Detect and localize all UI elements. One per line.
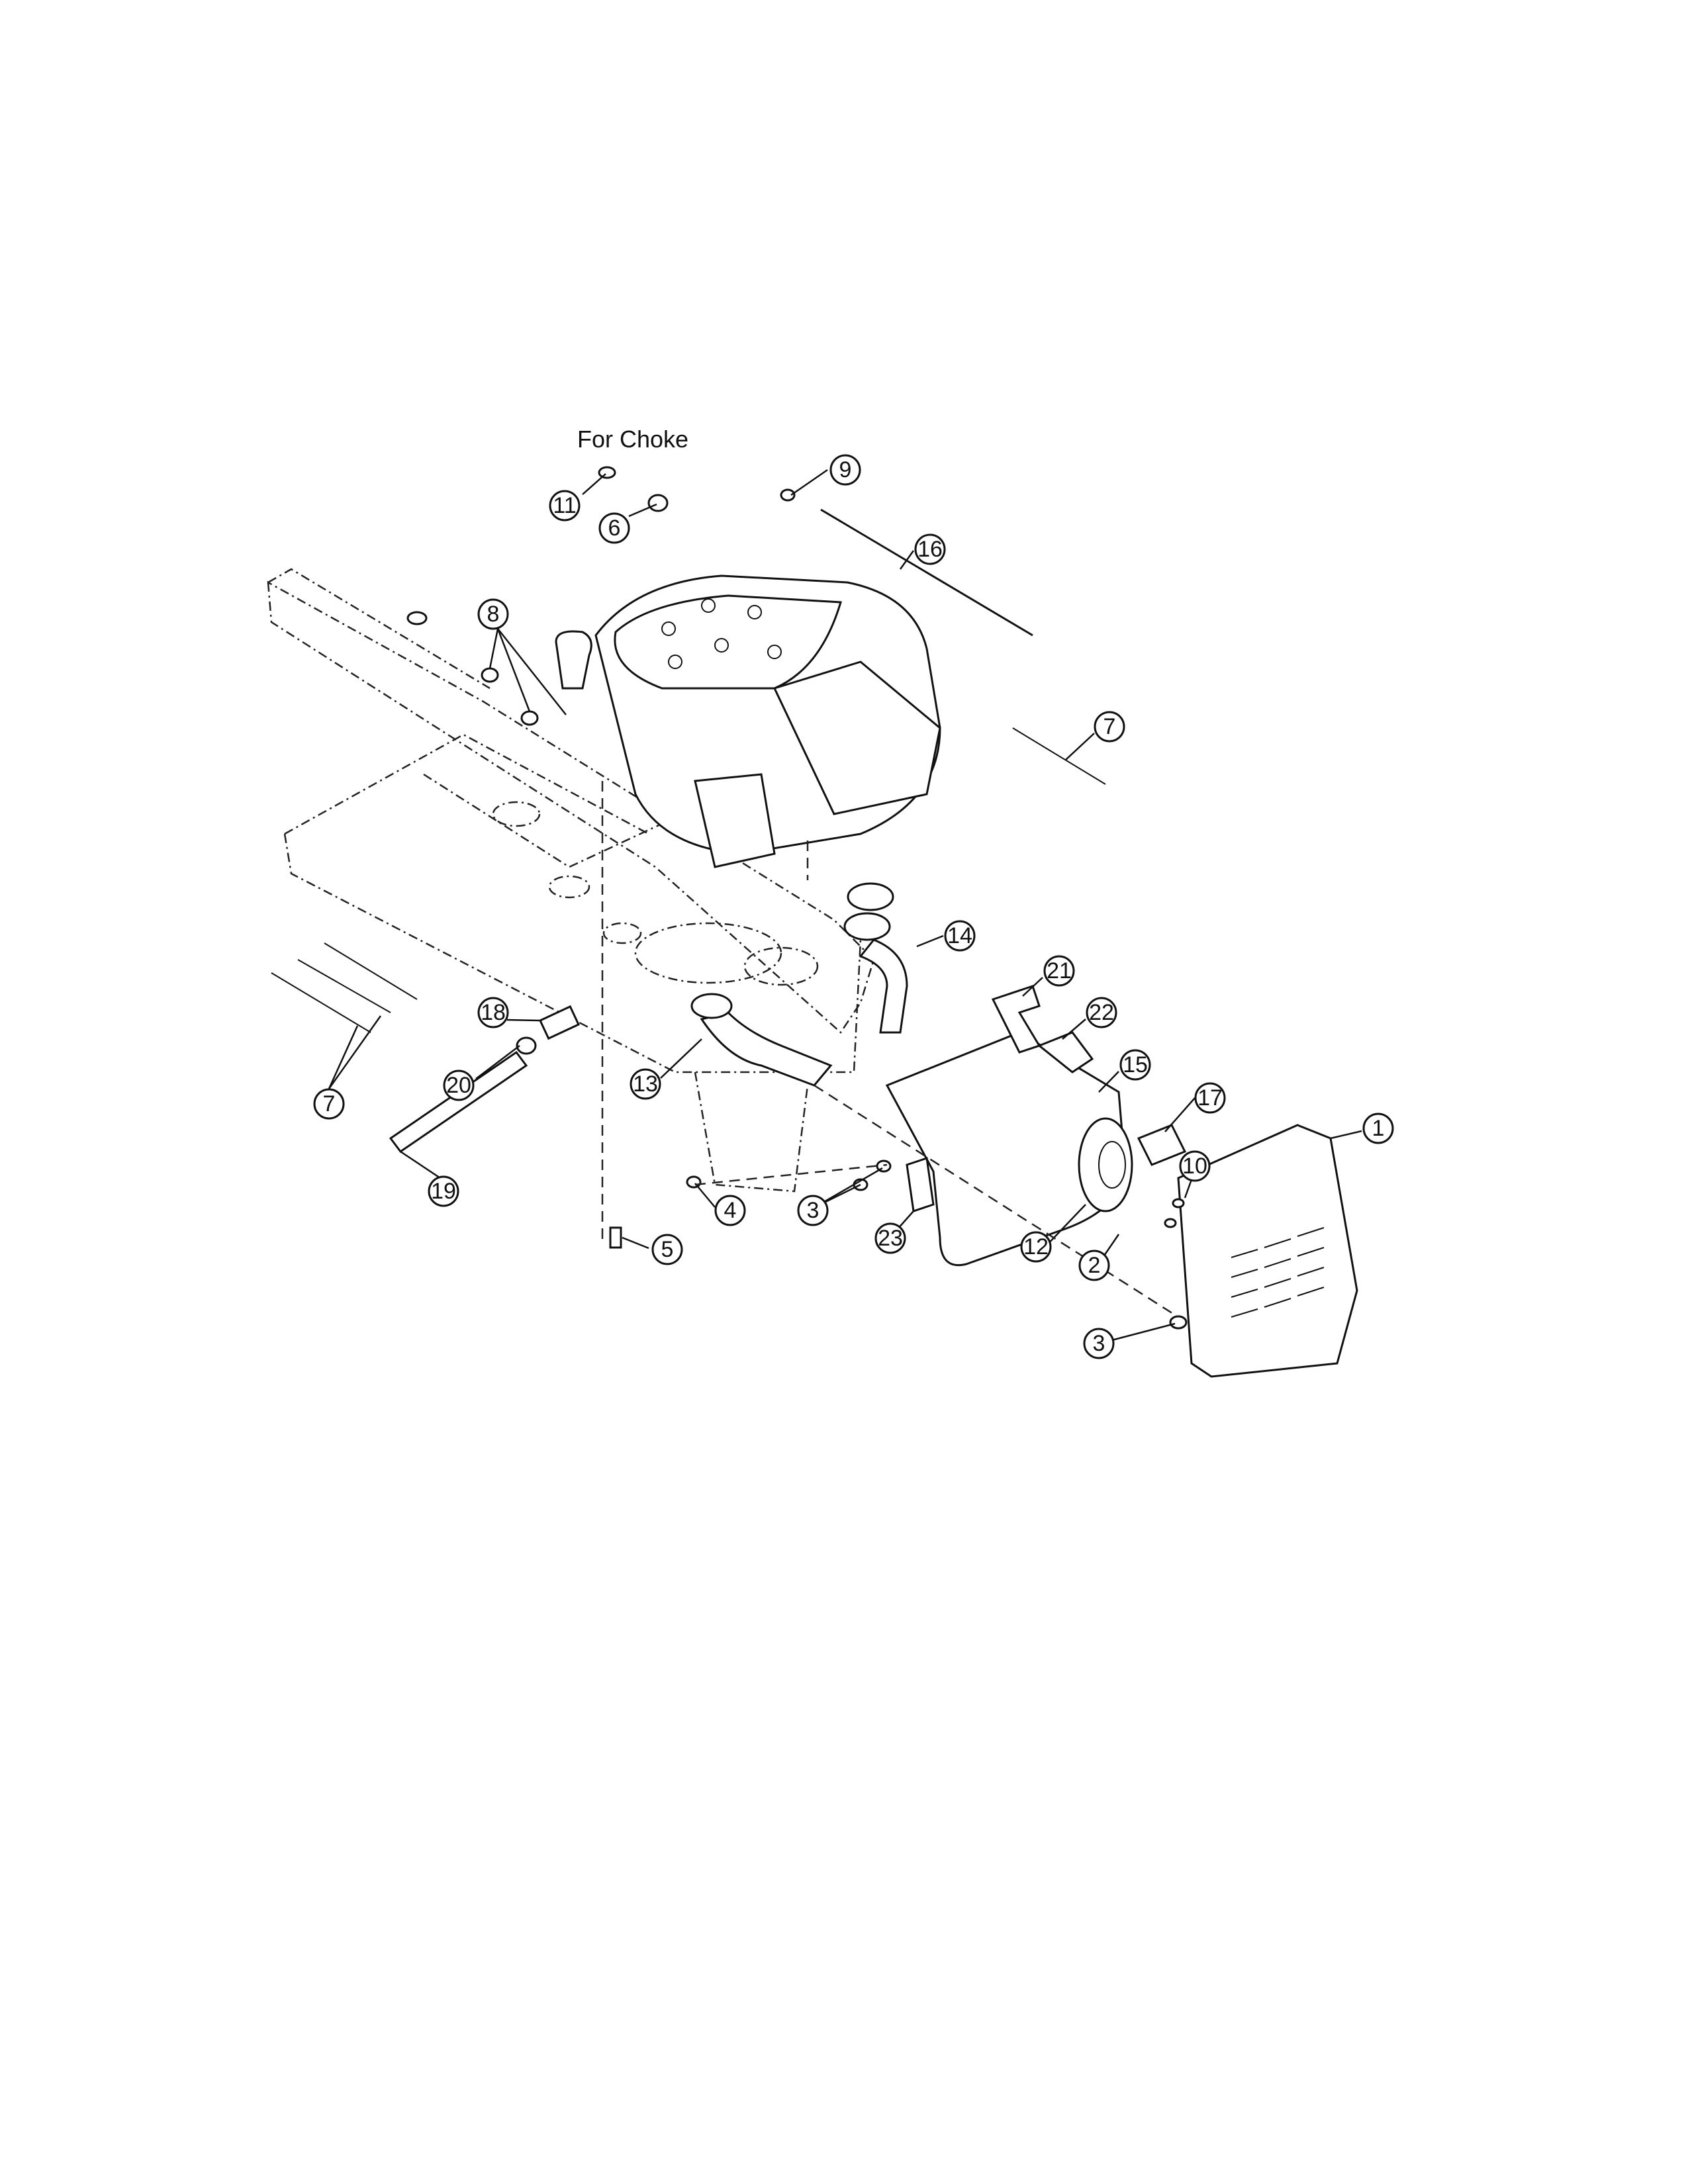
- muffler-15: [885, 1031, 1133, 1266]
- svg-text:18: 18: [481, 1000, 506, 1025]
- heading-for-choke: For Choke: [577, 426, 688, 453]
- callout-7-lower: 7: [313, 1088, 345, 1120]
- callout-7-upper: 7: [1094, 711, 1125, 743]
- svg-text:3: 3: [1093, 1331, 1105, 1356]
- exhaust-pipe-14: [843, 882, 908, 1034]
- svg-text:2: 2: [1088, 1253, 1101, 1278]
- svg-text:23: 23: [878, 1226, 903, 1251]
- rod-7-lower-b: [297, 959, 391, 1013]
- svg-text:7: 7: [1103, 714, 1116, 739]
- callout-9: 9: [829, 454, 861, 486]
- hose-clamp-20: [516, 1036, 537, 1055]
- callout-21: 21: [1043, 955, 1075, 987]
- callout-15: 15: [1119, 1049, 1151, 1081]
- callout-10: 10: [1179, 1150, 1211, 1182]
- svg-text:3: 3: [807, 1198, 820, 1223]
- muffler-guard-1: [1177, 1124, 1358, 1378]
- svg-text:21: 21: [1047, 958, 1072, 983]
- fuel-hose-19: [389, 1050, 528, 1154]
- callout-3-lower: 3: [1083, 1328, 1115, 1359]
- callout-3-middle: 3: [797, 1195, 829, 1226]
- svg-text:1: 1: [1372, 1116, 1385, 1141]
- svg-text:16: 16: [917, 537, 943, 562]
- callout-20: 20: [443, 1069, 475, 1101]
- svg-text:19: 19: [431, 1179, 456, 1204]
- svg-text:10: 10: [1182, 1154, 1207, 1179]
- svg-text:22: 22: [1089, 1000, 1114, 1025]
- svg-text:14: 14: [947, 923, 972, 948]
- callout-4: 4: [714, 1195, 746, 1226]
- exhaust-pipe-13: [690, 993, 833, 1087]
- callout-11: 11: [549, 490, 581, 522]
- rod-7-upper: [1012, 727, 1106, 785]
- fuel-filter-18: [539, 1005, 580, 1040]
- svg-text:20: 20: [446, 1073, 471, 1098]
- svg-text:12: 12: [1023, 1234, 1049, 1259]
- engine-assembly: [555, 574, 941, 1244]
- callout-12: 12: [1020, 1231, 1052, 1263]
- bracket-22: [1037, 1031, 1094, 1073]
- callout-8: 8: [477, 598, 509, 630]
- svg-text:4: 4: [724, 1198, 737, 1223]
- hardware: [406, 466, 1188, 1330]
- svg-text:9: 9: [839, 457, 852, 482]
- callout-19: 19: [428, 1175, 459, 1207]
- svg-text:8: 8: [487, 602, 500, 627]
- callout-16: 16: [914, 533, 946, 565]
- callout-14: 14: [944, 920, 976, 952]
- svg-text:6: 6: [608, 516, 621, 541]
- svg-text:7: 7: [323, 1091, 336, 1116]
- svg-text:13: 13: [633, 1071, 658, 1097]
- tractor-frame: [267, 568, 875, 1193]
- callout-22: 22: [1086, 997, 1117, 1028]
- callout-13: 13: [630, 1068, 661, 1100]
- callout-17: 17: [1194, 1082, 1226, 1114]
- callout-23: 23: [874, 1222, 906, 1254]
- callout-6: 6: [598, 512, 630, 544]
- rod-7-lower-c: [324, 942, 418, 1000]
- callout-18: 18: [477, 997, 509, 1028]
- exhaust-deflector-17: [1137, 1124, 1187, 1166]
- svg-text:11: 11: [553, 493, 576, 518]
- rod-7-lower-a: [271, 972, 371, 1033]
- bracket-23: [906, 1157, 935, 1212]
- svg-text:5: 5: [661, 1237, 674, 1262]
- svg-text:15: 15: [1123, 1052, 1148, 1077]
- svg-text:17: 17: [1197, 1085, 1223, 1111]
- callout-5: 5: [651, 1234, 683, 1265]
- callout-1: 1: [1362, 1113, 1394, 1144]
- rod-16: [820, 508, 1033, 637]
- callout-2: 2: [1078, 1250, 1110, 1281]
